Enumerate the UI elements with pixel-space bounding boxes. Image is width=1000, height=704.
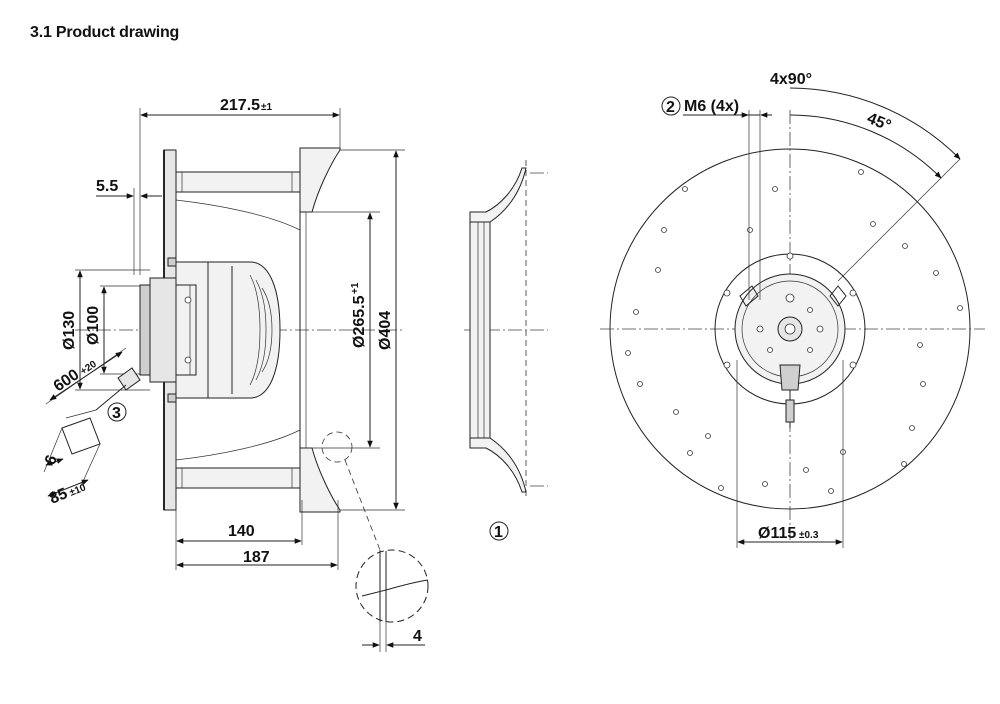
callout-1-circle [489, 521, 509, 541]
detail-view [355, 549, 429, 652]
inlet-diameter-label: Ø265.5 [351, 295, 368, 348]
bolt-pattern-label: 4x90° [770, 71, 812, 88]
detail-dim-4-label: 4 [413, 628, 422, 645]
hub-diameter-tol: ±0.3 [799, 530, 819, 541]
diameter-100-label: Ø100 [85, 306, 102, 345]
flange-thickness-label: 5.5 [96, 178, 118, 195]
page-title: 3.1 Product drawing [30, 24, 180, 41]
overall-length-tol: ±1 [261, 102, 272, 113]
overall-length-label: 217.5 [220, 97, 260, 114]
dim-140-label: 140 [228, 523, 255, 540]
callout-3-circle [107, 402, 127, 422]
callout-2-label: 2 [666, 99, 675, 116]
cable-dim-6-label: 6 [42, 453, 61, 468]
motor-cooling-fins [207, 262, 273, 398]
diameter-130-label: Ø130 [61, 311, 78, 350]
inlet-diameter-tol: +1 [350, 282, 361, 294]
blade-markers [625, 169, 963, 494]
callout-2-circle [661, 96, 681, 116]
dim-187-label: 187 [243, 549, 270, 566]
cable-dim-85-tol: ±10 [68, 482, 88, 499]
callout-3-label: 3 [112, 405, 121, 422]
cable-length-label: 600 [51, 366, 83, 395]
side-view [43, 108, 429, 652]
inlet-nozzle-view [464, 160, 548, 541]
bolt-angle-label: 45° [865, 110, 894, 135]
hub-diameter-label: Ø115 [758, 525, 796, 542]
thread-spec-label: M6 (4x) [684, 98, 739, 115]
callout-1-label: 1 [494, 524, 503, 541]
impeller-diameter-label: Ø404 [377, 311, 394, 350]
front-view [600, 87, 985, 548]
cable-length-tol: +20 [79, 359, 100, 378]
cable-dim-85-label: 85 [47, 485, 70, 507]
